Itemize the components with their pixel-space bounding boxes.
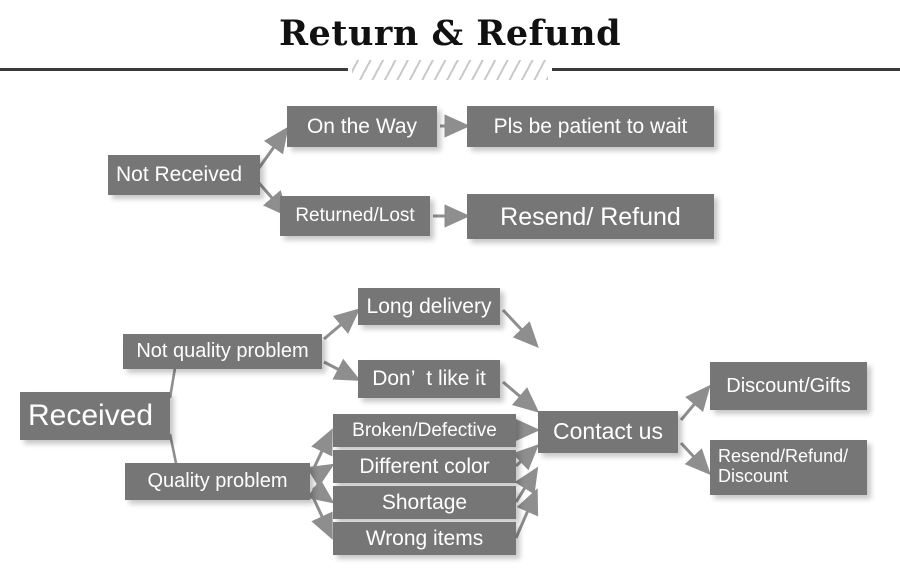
hatched-divider-icon: [352, 60, 548, 80]
page-title: Return & Refund: [278, 13, 622, 54]
node-resend-refund-discount[interactable]: Resend/Refund/ Discount: [710, 440, 867, 495]
node-shortage[interactable]: Shortage: [333, 486, 516, 519]
node-broken-defective[interactable]: Broken/Defective: [333, 414, 516, 447]
node-different-color[interactable]: Different color: [333, 450, 516, 483]
node-long-delivery[interactable]: Long delivery: [358, 288, 500, 325]
node-discount-gifts[interactable]: Discount/Gifts: [710, 362, 867, 410]
node-not-quality-problem[interactable]: Not quality problem: [123, 334, 322, 369]
node-quality-problem[interactable]: Quality problem: [125, 463, 310, 500]
node-dont-like-it[interactable]: Don’ t like it: [358, 360, 500, 398]
header-rule-right: [552, 68, 900, 71]
node-wrong-items[interactable]: Wrong items: [333, 522, 516, 555]
node-resend-refund[interactable]: Resend/ Refund: [467, 194, 714, 239]
node-contact-us[interactable]: Contact us: [538, 411, 678, 453]
node-received[interactable]: Received: [20, 392, 170, 440]
node-returned-lost[interactable]: Returned/Lost: [280, 196, 430, 236]
node-on-the-way[interactable]: On the Way: [287, 106, 437, 147]
node-not-received[interactable]: Not Received: [108, 155, 260, 195]
node-pls-be-patient-to-wait[interactable]: Pls be patient to wait: [467, 106, 714, 147]
header-rule-left: [0, 68, 348, 71]
